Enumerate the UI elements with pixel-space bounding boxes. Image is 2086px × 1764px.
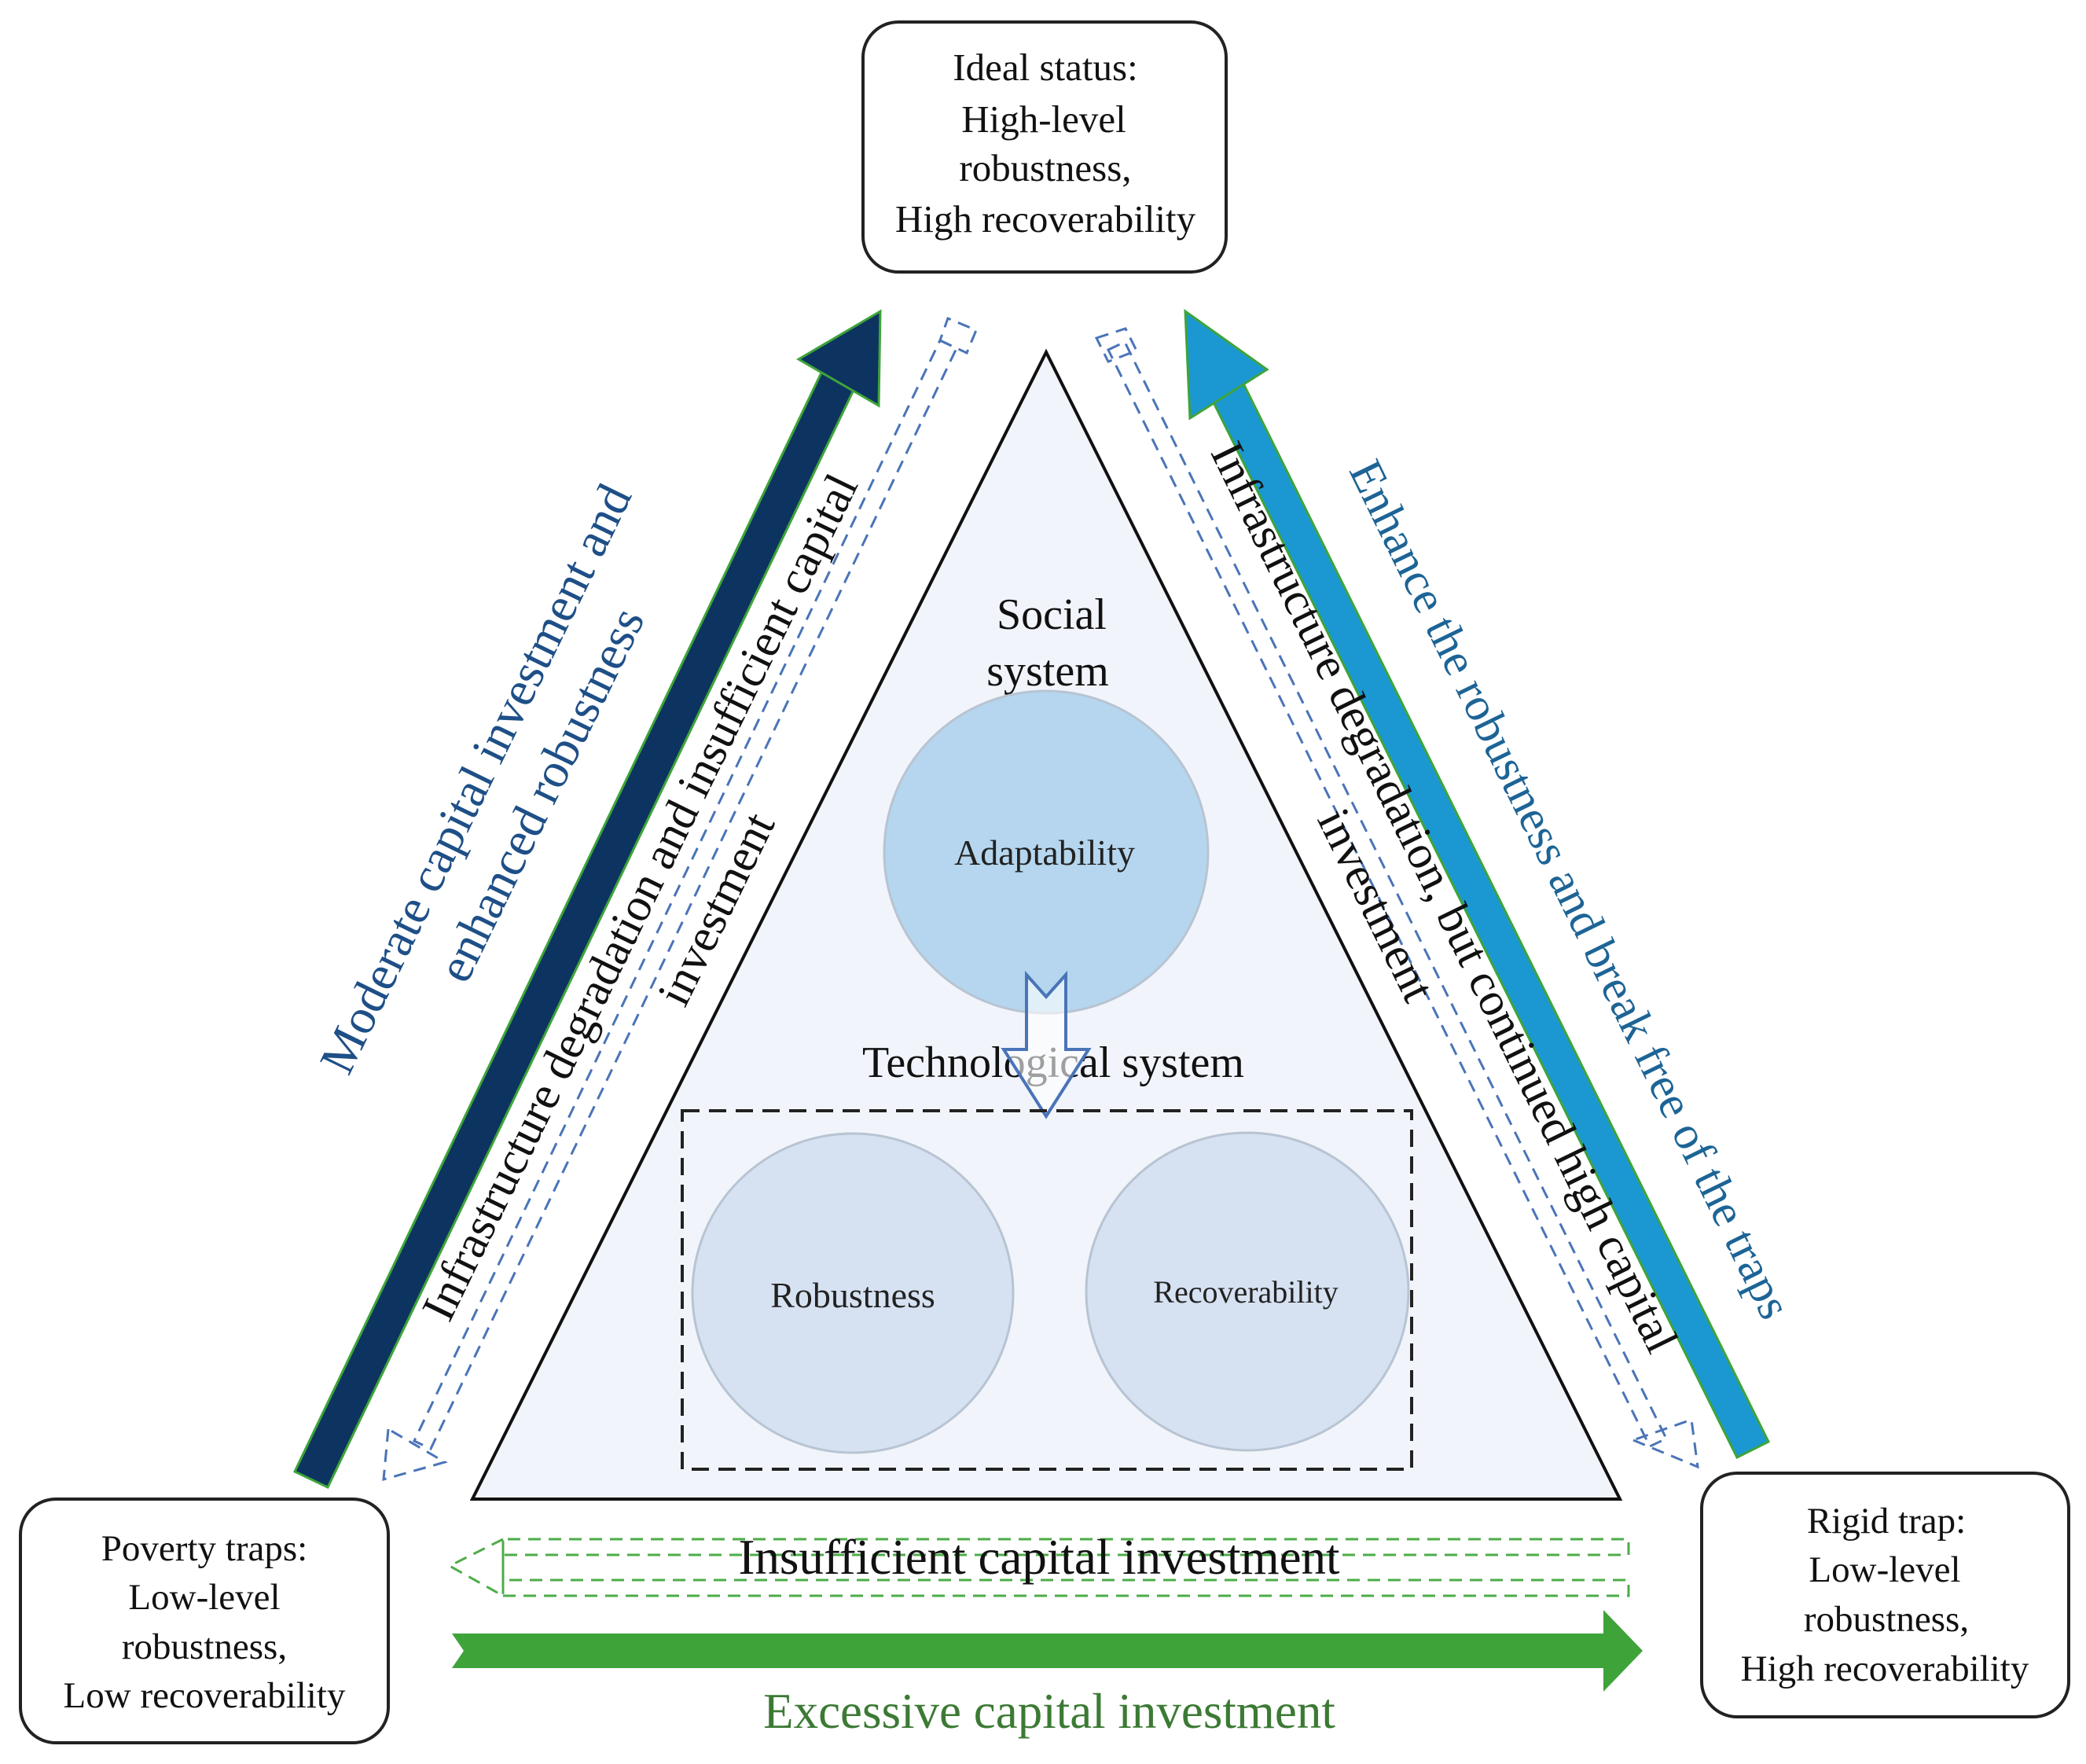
rigid-trap-line1: Rigid trap: — [1807, 1501, 1966, 1542]
excessive-capital-label: Excessive capital investment — [763, 1684, 1335, 1739]
insufficient-capital-label: Insufficient capital investment — [738, 1530, 1340, 1585]
right-outer-arrow — [1184, 308, 1771, 1460]
robustness-circle — [691, 1132, 1015, 1454]
poverty-traps-box — [19, 1498, 390, 1744]
ideal-status-line4: High recoverability — [895, 197, 1196, 241]
rigid-trap-line4: High recoverability — [1741, 1648, 2029, 1689]
rigid-trap-box — [1700, 1472, 2070, 1718]
ideal-status-box — [861, 20, 1228, 274]
social-system-label-line2: system — [986, 647, 1109, 696]
recoverability-circle — [1085, 1131, 1410, 1452]
rigid-trap-line2: Low-level — [1809, 1549, 1960, 1590]
ideal-status-line1: Ideal status: — [953, 46, 1137, 89]
recoverability-label: Recoverability — [1153, 1274, 1338, 1310]
poverty-traps-line2: Low-level — [128, 1577, 280, 1618]
left-inner-dashed-arrow — [382, 317, 978, 1482]
ideal-status-line3: robustness, — [959, 146, 1131, 189]
robustness-label: Robustness — [770, 1275, 935, 1315]
bottom-solid-arrow — [452, 1610, 1643, 1692]
technological-system-box — [681, 1109, 1413, 1471]
down-arrow-icon — [1001, 970, 1092, 1119]
ideal-status-line2: High-level — [961, 97, 1126, 141]
poverty-traps-line1: Poverty traps: — [101, 1528, 307, 1569]
right-inner-dashed-arrow — [1094, 327, 1699, 1469]
bottom-dashed-arrow — [446, 1537, 1630, 1598]
adaptability-label: Adaptability — [954, 832, 1135, 873]
rigid-trap-line3: robustness, — [1804, 1599, 1969, 1640]
poverty-traps-line3: robustness, — [122, 1626, 287, 1667]
social-system-label-line1: Social — [997, 590, 1107, 639]
left-outer-arrow — [292, 309, 882, 1489]
poverty-traps-line4: Low recoverability — [64, 1675, 346, 1716]
